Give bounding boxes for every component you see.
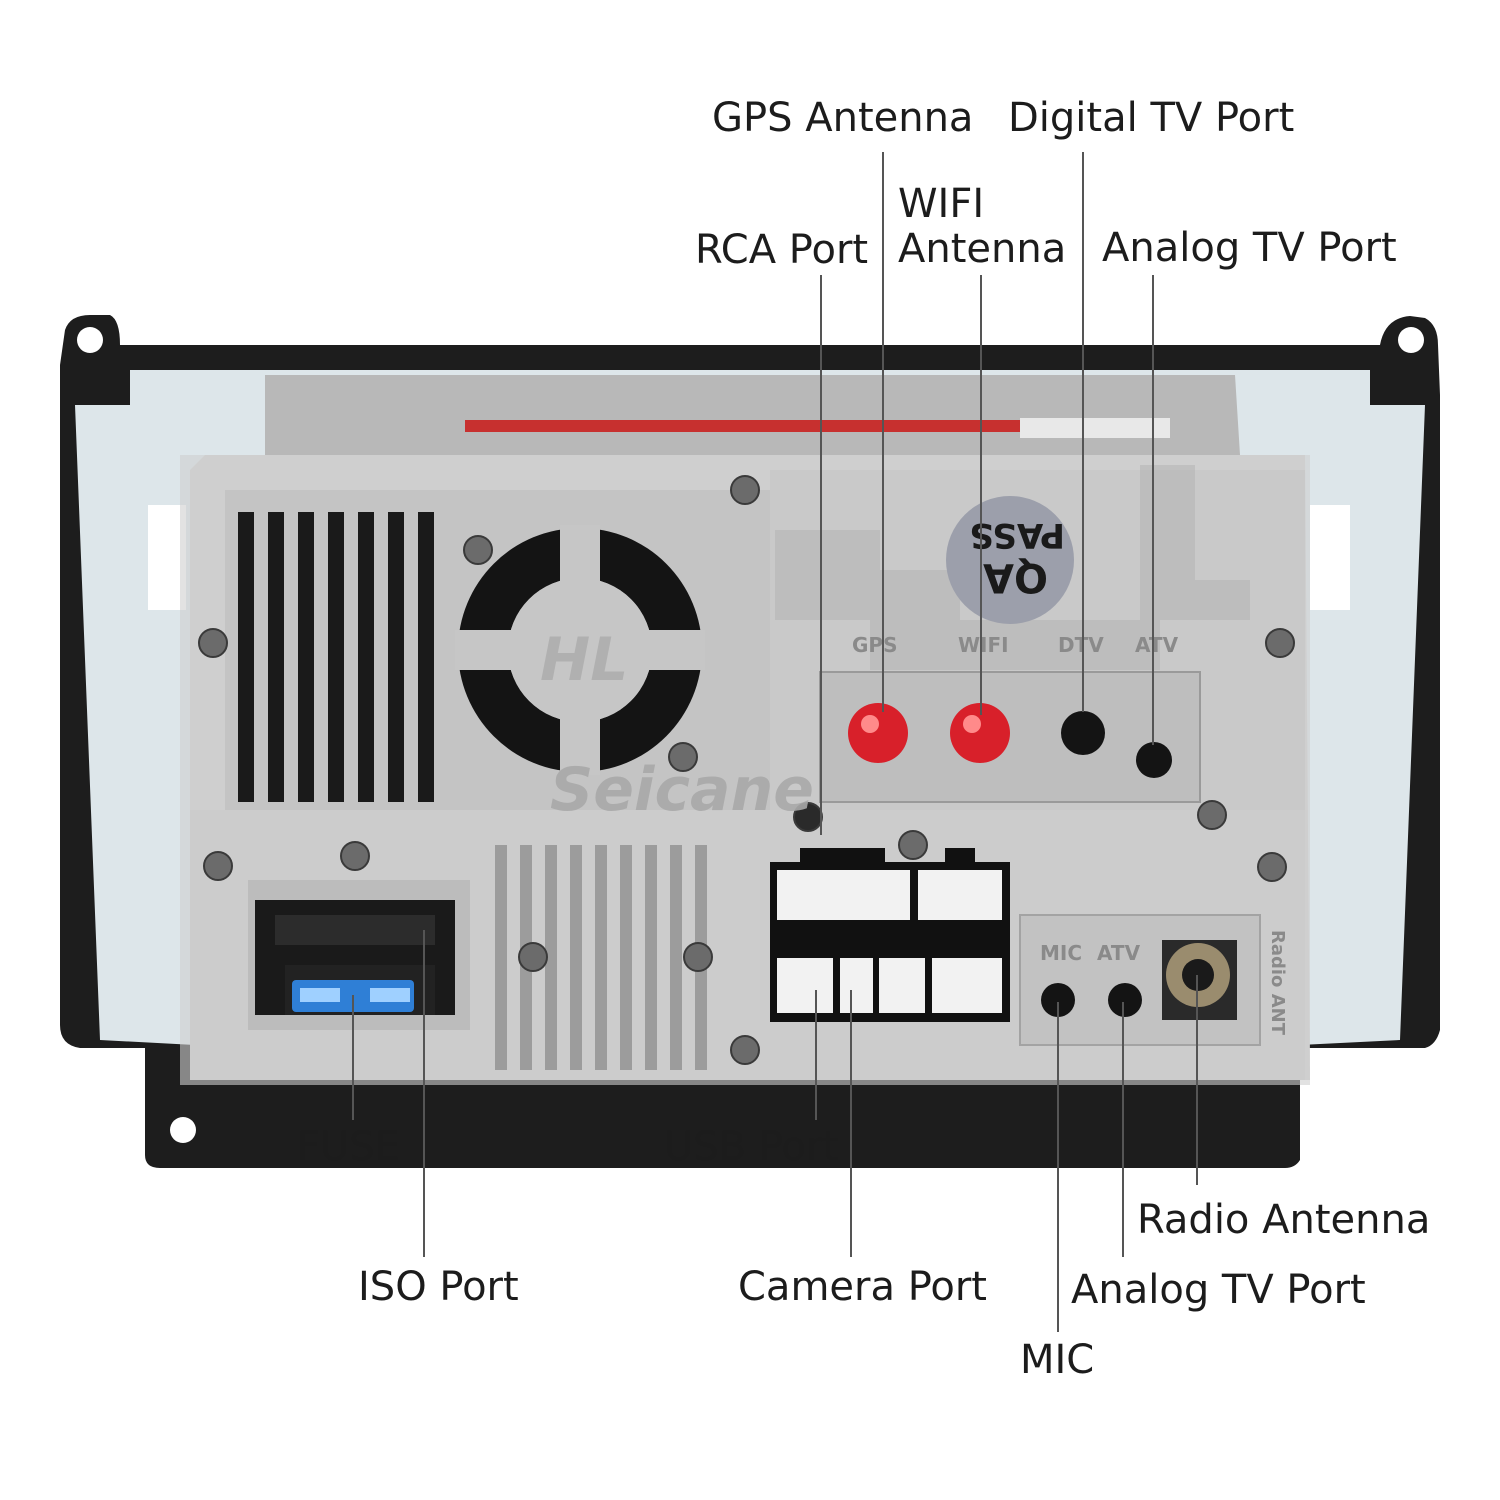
leader-line-gps: [882, 152, 884, 712]
screws: [198, 475, 1295, 1065]
leader-line-fuse: [352, 995, 354, 1120]
fan-logo: HL: [540, 625, 628, 695]
antenna-connectors: [848, 703, 1237, 1020]
marking-radio-ant: Radio ANT: [1267, 930, 1288, 1036]
leader-line-analog-tv-top: [1152, 275, 1154, 745]
label-rca-port: RCA Port: [695, 227, 869, 273]
qa-sticker: QA PASS: [946, 496, 1074, 624]
leader-line-rca: [820, 275, 822, 835]
marking-dtv: DTV: [1058, 633, 1104, 657]
marking-mic: MIC: [1040, 941, 1082, 965]
leader-line-digital-tv: [1082, 152, 1084, 712]
label-wifi-antenna-line2: Antenna: [898, 226, 1067, 273]
qa-sticker-line2: PASS: [969, 515, 1065, 555]
panel-markings: GPS WIFI DTV ATV MIC ATV Radio ANT Seica…: [550, 633, 1288, 1036]
heatsink-fins: [495, 845, 707, 1070]
leader-line-radio: [1196, 975, 1198, 1185]
leader-line-analog-tv-bottom: [1122, 1002, 1124, 1257]
marking-atv-bottom: ATV: [1097, 941, 1141, 965]
cooling-fan: HL: [455, 525, 705, 775]
leader-line-camera: [850, 990, 852, 1257]
leader-line-iso: [423, 930, 425, 1257]
label-wifi-antenna: WIFI Antenna: [898, 181, 1067, 273]
label-camera-port: Camera Port: [738, 1264, 987, 1310]
label-analog-tv-port-bottom: Analog TV Port: [1071, 1267, 1366, 1313]
label-mic: MIC: [1020, 1337, 1095, 1383]
marking-gps: GPS: [852, 633, 897, 657]
leader-line-wifi: [980, 275, 982, 715]
marking-wifi: WIFI: [958, 633, 1009, 657]
leader-line-mic: [1057, 1002, 1059, 1332]
label-iso-port: ISO Port: [358, 1264, 519, 1310]
watermark-logo: Seicane: [550, 755, 814, 825]
label-gps-antenna: GPS Antenna: [712, 95, 974, 141]
label-digital-tv-port: Digital TV Port: [1008, 95, 1295, 141]
harness-connectors: [770, 848, 1010, 1022]
qa-sticker-line1: QA: [983, 554, 1048, 600]
label-analog-tv-port-top: Analog TV Port: [1102, 225, 1397, 271]
label-wifi-antenna-line1: WIFI: [898, 181, 985, 227]
label-usb-port: USB Port: [664, 1124, 839, 1170]
label-fuse: FUSE: [297, 1124, 400, 1170]
marking-atv-top: ATV: [1135, 633, 1179, 657]
vent-slots: [238, 512, 434, 802]
leader-line-usb: [815, 990, 817, 1120]
label-radio-antenna: Radio Antenna: [1137, 1197, 1431, 1243]
